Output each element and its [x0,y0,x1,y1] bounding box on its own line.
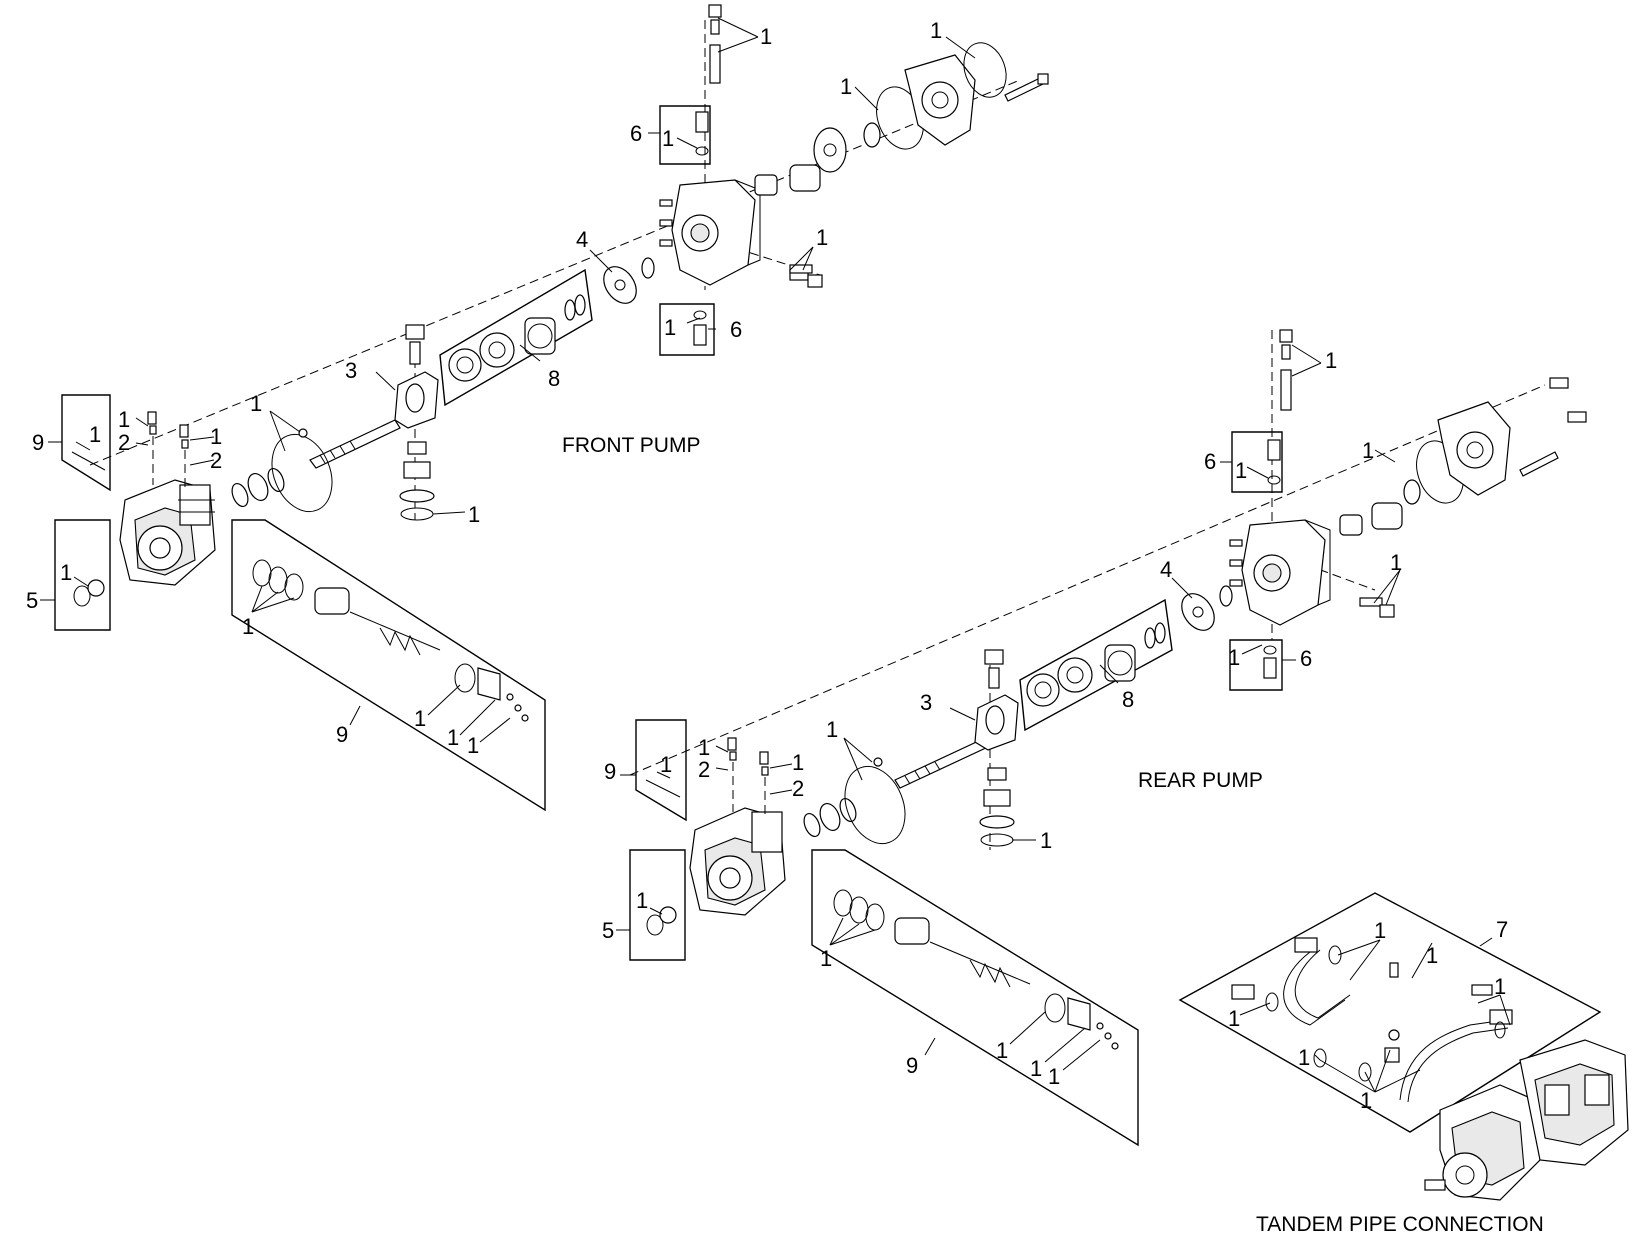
callout: 3 [920,690,932,715]
front-pump-main-housing [119,479,216,586]
callout: 1 [250,391,262,416]
front-pump-assembly [54,4,1049,812]
rear-valve-box [629,719,1139,1147]
callout: 6 [730,317,742,342]
rear-rotating-group-box [1019,598,1173,732]
callout: 2 [792,776,804,801]
callout: 6 [1204,449,1216,474]
rear-pump-main-housing [689,807,786,916]
callout: 1 [792,750,804,775]
callout: 1 [1390,550,1402,575]
callout: 8 [1122,687,1134,712]
callout: 1 [60,560,72,585]
tandem-pipe-assembly [1178,892,1629,1201]
rear-relief-valve-bottom [1229,639,1283,691]
callout: 2 [210,448,222,473]
callout: 1 [664,315,676,340]
front-side-fittings [789,264,823,288]
front-pump-centerline [89,79,1021,466]
front-charge-pump-parts [754,42,1049,196]
callout: 1 [826,717,838,742]
rear-pump-caption: REAR PUMP [1138,769,1263,792]
rear-side-fittings [1359,597,1395,618]
callout: 4 [576,227,588,252]
rear-pump-assembly [629,329,1587,1147]
callout: 1 [1360,1088,1372,1113]
rear-valve-plate [1181,585,1233,631]
callout: 1 [1298,1045,1310,1070]
tandem-pipe-box [1178,892,1602,1133]
callout: 1 [1362,438,1374,463]
callout: 1 [840,74,852,99]
callout: 1 [760,24,772,49]
callout: 1 [242,614,254,639]
front-relief-valve-bottom [659,303,715,356]
callout: 1 [930,18,942,43]
callout: 1 [1494,974,1506,999]
callout: 1 [1325,348,1337,373]
rear-center-body [1229,519,1331,626]
callout: 6 [630,121,642,146]
callout-labels: 1 1 1 6 1 1 4 1 6 3 8 1 1 9 1 1 2 1 2 1 … [26,18,1508,1113]
front-rotating-group-box [439,268,593,407]
callout: 1 [698,735,710,760]
callout: 1 [662,126,674,151]
callout: 1 [89,422,101,447]
callout: 1 [1426,943,1438,968]
front-pump-caption: FRONT PUMP [562,434,700,457]
callout: 1 [1228,1006,1240,1031]
front-housing-fittings [147,411,189,490]
callout: 1 [1040,828,1052,853]
rear-pump-centerline [629,384,1546,776]
callout: 6 [1300,646,1312,671]
tandem-pump-illustration [1424,1039,1629,1201]
rear-axis-seals [803,757,906,845]
callout: 7 [1496,917,1508,942]
callout: 5 [26,588,38,613]
rear-pump-shaft [894,737,991,789]
callout: 5 [602,918,614,943]
callout: 1 [660,752,672,777]
callout: 9 [32,430,44,455]
front-valve-box [54,394,546,812]
leader-lines [40,17,1511,1093]
callout: 1 [118,407,130,432]
front-valve-plate [603,257,655,304]
callout: 1 [447,725,459,750]
callout: 2 [118,430,130,455]
callout: 1 [636,888,648,913]
callout: 2 [698,757,710,782]
callout: 1 [1235,458,1247,483]
callout: 1 [1228,645,1240,670]
rear-swashplate [974,649,1019,847]
callout: 1 [468,502,480,527]
front-center-body [659,179,809,286]
front-pump-shaft [309,419,401,469]
callout: 1 [816,225,828,250]
callout: 8 [548,366,560,391]
front-swashplate [394,324,439,521]
callout: 1 [210,424,222,449]
callout: 1 [1030,1056,1042,1081]
callout: 9 [336,722,348,747]
callout: 1 [467,733,479,758]
callout: 1 [996,1038,1008,1063]
callout: 1 [1374,918,1386,943]
rear-relief-valve-top [1231,329,1293,493]
callout: 3 [345,358,357,383]
callout: 9 [906,1053,918,1078]
callout: 1 [1048,1064,1060,1089]
rear-housing-fittings [727,737,769,818]
tandem-pipe-caption: TANDEM PIPE CONNECTION [1256,1213,1544,1236]
front-relief-valve-top [659,4,722,165]
callout: 9 [604,759,616,784]
rear-charge-pump-parts [1339,377,1587,536]
callout: 1 [820,946,832,971]
front-axis-seals [231,428,333,513]
callout: 4 [1160,557,1172,582]
callout: 1 [414,706,426,731]
